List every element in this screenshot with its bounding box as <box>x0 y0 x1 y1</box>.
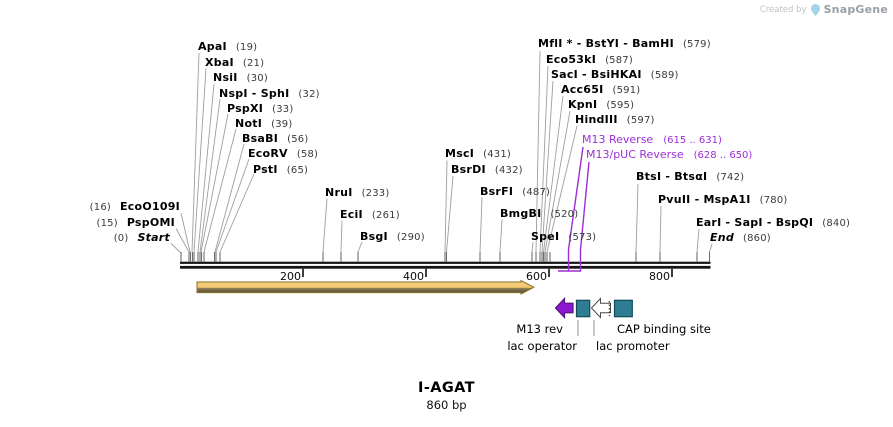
feature-label-lac-operator: lac operator <box>507 338 577 353</box>
site-label-psti: PstI(65) <box>253 162 309 176</box>
lac-operator-box <box>575 299 591 318</box>
site-label-msci: MscI(431) <box>445 147 511 160</box>
site-label-bsabi: BsaBI(56) <box>242 132 309 145</box>
site-label-pvuii-mspa1i: PvuII - MspA1I(780) <box>658 192 788 206</box>
watermark-created-by: Created by <box>759 4 807 15</box>
snapgene-logo-icon <box>810 3 820 16</box>
site-label-kpni: KpnI(595) <box>568 98 635 111</box>
site-label-ecii: EciI(261) <box>340 207 400 221</box>
ruler-label-800: 800 <box>649 269 670 283</box>
ruler-label-400: 400 <box>403 269 424 283</box>
primer-label-m13-puc-reverse: M13/pUC Reverse(628 .. 650) <box>586 147 753 161</box>
feature-label-connectors <box>577 320 595 336</box>
site-label-end: End(860) <box>710 230 771 244</box>
feature-label-lac-promoter: lac promoter <box>596 338 670 353</box>
site-label-bsrfi: BsrFI(487) <box>480 184 551 198</box>
feature-label-m13-rev: M13 rev <box>516 322 563 336</box>
site-label-hindiii: HindIII(597) <box>575 113 655 126</box>
site-label-btsi-btsai: BtsI - BtsαI(742) <box>636 170 745 183</box>
site-label-nspi-sphi: NspI - SphI(32) <box>219 86 320 100</box>
site-label-noti: NotI(39) <box>235 116 293 130</box>
site-label-eari-sapi-bspqi: EarI - SapI - BspQI(840) <box>696 215 851 229</box>
sequence-line <box>180 261 711 269</box>
site-label-pspxi: PspXI(33) <box>227 101 294 115</box>
site-label-nsii: NsiI(30) <box>213 71 268 84</box>
site-label-spei: SpeI(573) <box>531 229 597 243</box>
map-title: I-AGAT <box>418 380 475 396</box>
site-label-mfli-bstyi-bamhi: MflI * - BstYI - BamHI(579) <box>538 37 711 50</box>
ruler-label-200: 200 <box>280 269 301 283</box>
enzyme-ticks <box>180 252 711 262</box>
site-label-nrui: NruI(233) <box>325 185 390 199</box>
gold-feature-arrow <box>196 279 535 295</box>
watermark: Created by SnapGene <box>760 3 888 16</box>
site-label-acc65i: Acc65I(591) <box>561 83 641 96</box>
site-label-apai: ApaI(19) <box>198 40 258 53</box>
site-label-eco53ki: Eco53kI(587) <box>546 52 633 66</box>
site-label-ecorv: EcoRV(58) <box>248 147 319 160</box>
lac-promoter-arrow <box>590 297 611 319</box>
ruler-label-600: 600 <box>526 269 547 283</box>
site-label-saci-bsihkai: SacI - BsiHKAI(589) <box>551 67 679 81</box>
cap-binding-site-box <box>613 299 633 318</box>
site-label-ecoo109i: (16)EcoO109I <box>89 200 180 213</box>
site-label-bsrdi: BsrDI(432) <box>451 162 523 176</box>
site-label-pspomi: (15)PspOMI <box>96 215 175 229</box>
primer-label-m13-reverse: M13 Reverse(615 .. 631) <box>582 132 722 146</box>
site-label-bsgi: BsgI(290) <box>360 229 425 243</box>
feature-label-cap-binding-site: CAP binding site <box>617 322 711 336</box>
site-label-xbai: XbaI(21) <box>205 55 265 69</box>
watermark-brand: SnapGene <box>823 3 888 16</box>
site-label-start: (0)Start <box>113 230 170 244</box>
map-length: 860 bp <box>426 398 467 412</box>
m13-rev-arrow <box>554 296 574 320</box>
ruler-ticks <box>302 268 673 277</box>
site-label-bmgbi: BmgBI(520) <box>500 206 579 220</box>
